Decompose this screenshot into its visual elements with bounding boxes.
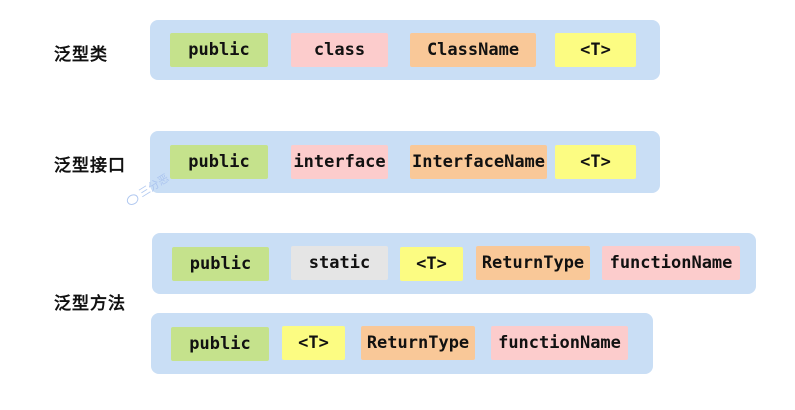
token-class: class bbox=[291, 33, 388, 67]
generic-interface-box: public interface InterfaceName <T> bbox=[150, 131, 660, 193]
token-type-param: <T> bbox=[282, 326, 345, 360]
token-public: public bbox=[172, 247, 269, 281]
token-interface-name: InterfaceName bbox=[410, 145, 547, 179]
token-public: public bbox=[170, 33, 268, 67]
watermark-text: 三分恶 bbox=[136, 171, 172, 200]
token-type-param: <T> bbox=[555, 33, 636, 67]
token-type-param: <T> bbox=[555, 145, 636, 179]
generic-interface-label: 泛型接口 bbox=[54, 156, 126, 176]
token-public: public bbox=[170, 145, 268, 179]
token-public: public bbox=[171, 327, 269, 361]
chat-bubble-icon bbox=[124, 192, 141, 208]
generic-instance-method-box: public <T> ReturnType functionName bbox=[151, 313, 653, 374]
token-function-name: functionName bbox=[491, 326, 628, 360]
token-class-name: ClassName bbox=[410, 33, 536, 67]
token-return-type: ReturnType bbox=[361, 326, 475, 360]
generic-method-label: 泛型方法 bbox=[54, 294, 126, 314]
token-type-param: <T> bbox=[400, 247, 463, 281]
token-static: static bbox=[291, 246, 388, 280]
generic-class-box: public class ClassName <T> bbox=[150, 20, 660, 80]
token-function-name: functionName bbox=[602, 246, 740, 280]
token-interface: interface bbox=[291, 145, 388, 179]
generic-static-method-box: public static <T> ReturnType functionNam… bbox=[152, 233, 756, 294]
token-return-type: ReturnType bbox=[476, 246, 590, 280]
generic-class-label: 泛型类 bbox=[54, 45, 108, 65]
